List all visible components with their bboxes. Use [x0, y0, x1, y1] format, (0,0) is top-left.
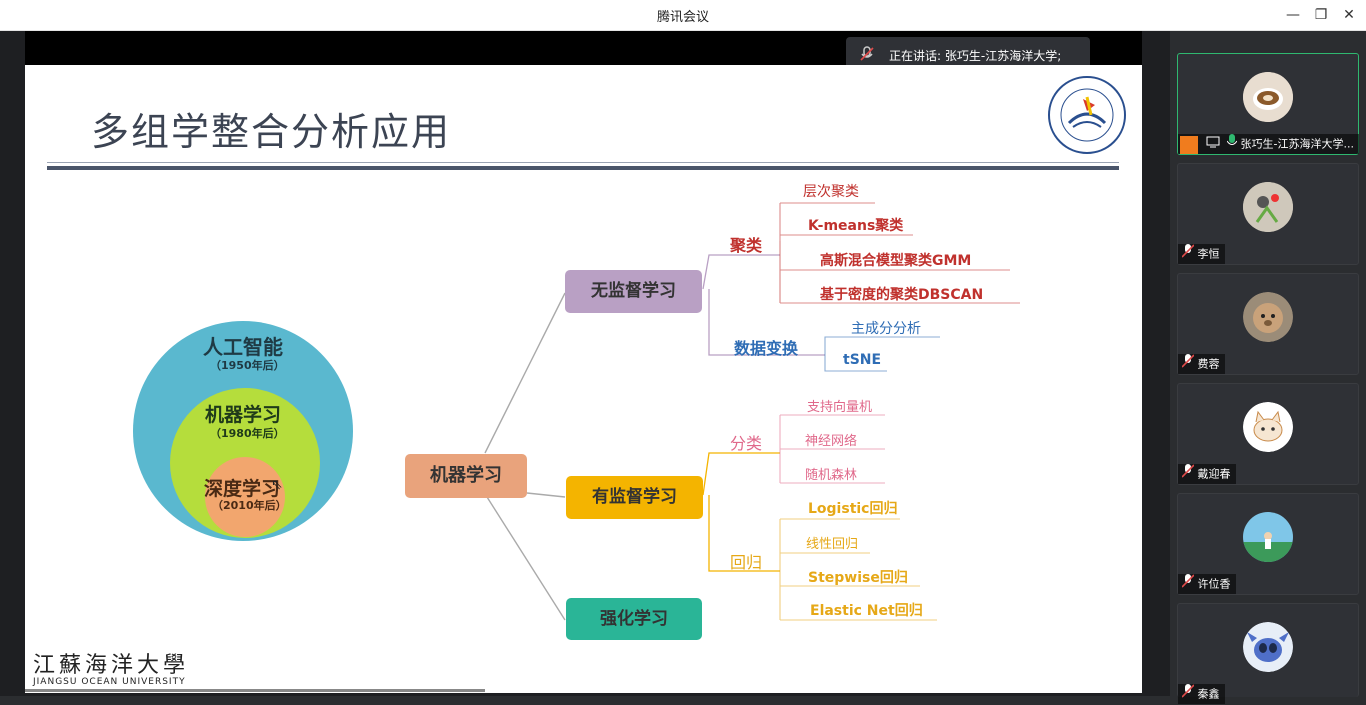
edge-cluster-items: [780, 202, 1020, 304]
edge-sup-class: [702, 452, 780, 496]
cartoon-avatar: [1243, 182, 1293, 232]
participant-name: 费蓉: [1197, 357, 1220, 371]
mouse-cursor-icon: ⇖: [271, 477, 283, 493]
mic-muted-icon: [1181, 684, 1195, 705]
participant-name: 戴迎春: [1197, 467, 1231, 481]
class-item-2: 神经网络: [805, 434, 858, 449]
participant-tile[interactable]: 秦鑫: [1177, 603, 1359, 704]
slide-title: 多组学整合分析应用: [91, 110, 452, 154]
ml-year: （1980年后）: [210, 427, 285, 440]
edge-tsne: [824, 355, 887, 372]
class-item-3: 随机森林: [805, 468, 858, 483]
cluster-item-2: K-means聚类: [808, 218, 904, 234]
transform-item-2: tSNE: [843, 352, 882, 368]
label-classification: 分类: [730, 434, 763, 453]
participant-tile[interactable]: 费蓉: [1177, 273, 1359, 375]
footer-university-en: JIANGSU OCEAN UNIVERSITY: [33, 677, 186, 687]
playback-progress-bar: [25, 689, 485, 692]
participant-name: 李恒: [1197, 247, 1220, 261]
host-icon: [1180, 135, 1198, 154]
edge-unsup-cluster: [702, 254, 780, 290]
class-item-1: 支持向量机: [807, 400, 873, 415]
participant-tile[interactable]: 许位香: [1177, 493, 1359, 595]
mic-muted-icon: [1181, 244, 1195, 265]
mic-muted-icon: [860, 46, 874, 65]
node-unsupervised: 无监督学习: [565, 270, 702, 313]
node-reinforcement: 强化学习: [566, 598, 702, 640]
participant-name-tag: 许位香: [1178, 574, 1236, 594]
participant-name-tag: 戴迎春: [1178, 464, 1236, 484]
dl-label: 深度学习: [204, 478, 281, 500]
footer-university-cn: 江蘇海洋大學: [33, 653, 190, 678]
speaking-text: 正在讲话: 张巧生-江苏海洋大学;: [889, 49, 1062, 63]
close-icon[interactable]: ✕: [1343, 7, 1355, 23]
participant-name-tag: 秦鑫: [1178, 684, 1225, 704]
cluster-item-3: 高斯混合模型聚类GMM: [820, 253, 972, 269]
participant-tile[interactable]: 戴迎春: [1177, 383, 1359, 485]
participant-tile[interactable]: 张巧生-江苏海洋大学...: [1177, 53, 1359, 155]
participant-name: 张巧生-江苏海洋大学...: [1240, 137, 1354, 151]
participant-tile[interactable]: 李恒: [1177, 163, 1359, 265]
edge-pca: [824, 336, 940, 355]
participant-name: 秦鑫: [1197, 687, 1220, 701]
minimize-icon[interactable]: —: [1286, 7, 1300, 23]
reg-item-3: Stepwise回归: [808, 570, 908, 586]
transform-item-1: 主成分分析: [851, 321, 921, 337]
title-divider-thin: [47, 162, 1119, 163]
edge-root-reinforcement: [486, 496, 566, 621]
dl-year: （2010年后）: [212, 499, 287, 512]
restore-icon[interactable]: ❐: [1314, 7, 1328, 23]
ai-year: （1950年后）: [210, 359, 285, 372]
screen-share-icon: [1206, 135, 1220, 155]
stitch-avatar: [1243, 622, 1293, 672]
presentation-slide: 多组学整合分析应用: [25, 65, 1142, 693]
ml-label: 机器学习: [205, 404, 282, 426]
label-regression: 回归: [730, 553, 763, 572]
node-supervised: 有监督学习: [566, 476, 703, 519]
participant-name-tag: 张巧生-江苏海洋大学...: [1178, 134, 1359, 154]
edge-sup-reg: [708, 495, 780, 572]
beach-avatar: [1243, 512, 1293, 562]
mic-active-icon: [1226, 134, 1238, 155]
participant-name-tag: 费蓉: [1178, 354, 1225, 374]
bear-avatar: [1243, 292, 1293, 342]
node-machine-learning: 机器学习: [405, 454, 527, 498]
university-logo-icon: [1047, 75, 1127, 155]
participant-name: 许位香: [1197, 577, 1231, 591]
mic-muted-icon: [1181, 354, 1195, 375]
mic-muted-icon: [1181, 574, 1195, 595]
dl-circle: [205, 457, 285, 537]
edge-class-items: [779, 414, 885, 484]
title-divider: [47, 166, 1119, 170]
label-clustering: 聚类: [730, 236, 763, 255]
edge-root-unsupervised: [484, 292, 566, 454]
coffee-avatar: [1243, 72, 1293, 122]
participant-name-tag: 李恒: [1178, 244, 1225, 264]
reg-item-1: Logistic回归: [808, 501, 898, 517]
edge-reg-items: [779, 518, 937, 621]
edge-root-supervised: [526, 492, 566, 498]
footer-university-logo: 江蘇海洋大學 JIANGSU OCEAN UNIVERSITY: [33, 647, 189, 687]
reg-item-2: 线性回归: [806, 537, 859, 552]
label-transform: 数据变换: [734, 339, 799, 358]
ai-label: 人工智能: [203, 335, 283, 359]
mindmap-canvas: [133, 202, 1020, 621]
cluster-item-4: 基于密度的聚类DBSCAN: [820, 287, 984, 303]
edge-unsup-transform: [708, 289, 825, 356]
mic-muted-icon: [1181, 464, 1195, 485]
cat-avatar: [1243, 402, 1293, 452]
reg-item-4: Elastic Net回归: [810, 603, 923, 619]
window-titlebar: 腾讯会议 — ❐ ✕: [0, 0, 1366, 31]
window-title: 腾讯会议: [656, 10, 709, 25]
cluster-item-1: 层次聚类: [803, 184, 859, 200]
